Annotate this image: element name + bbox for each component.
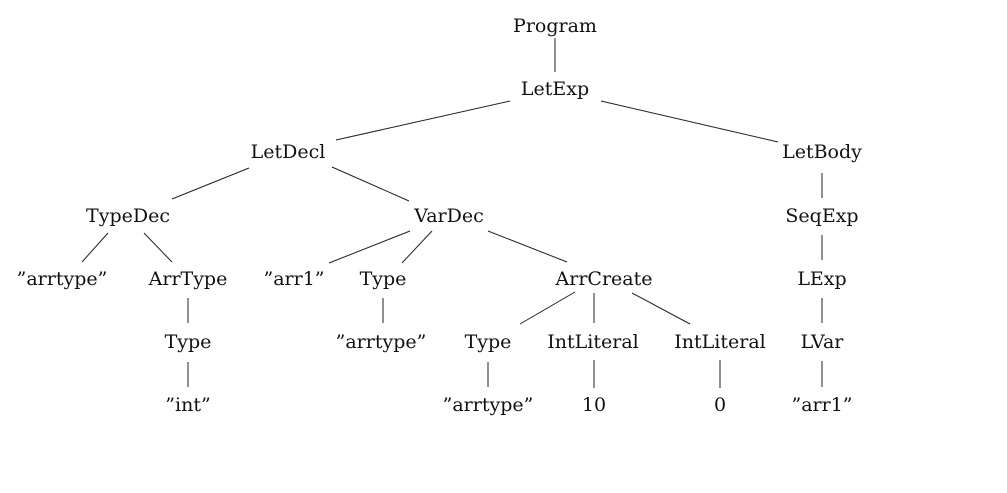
edge-letdecl-typedec [171, 167, 250, 200]
edge-vardec-type [401, 230, 433, 264]
node-typedec: TypeDec [86, 205, 170, 227]
node-arrcreate-type: Type [465, 331, 512, 353]
node-vardec-name: ”arr1” [263, 268, 324, 290]
node-letbody: LetBody [782, 141, 862, 163]
edge-vardec-name [328, 230, 411, 264]
node-vardec-type: Type [360, 268, 407, 290]
edge-arrcreate-intliteral2 [631, 292, 691, 325]
node-arrtype-type: Type [165, 331, 212, 353]
edge-typedec-name [81, 232, 109, 263]
tree-edges [81, 38, 823, 388]
node-arrcreate: ArrCreate [555, 268, 653, 290]
node-arrtype: ArrType [148, 268, 228, 290]
node-int-name: ”int” [165, 394, 210, 416]
node-letdecl: LetDecl [251, 141, 326, 163]
edge-letexp-letdecl [335, 100, 511, 141]
edge-letdecl-vardec [331, 166, 410, 202]
node-lvar-name: ”arr1” [791, 394, 852, 416]
edge-vardec-arrcreate [487, 230, 568, 263]
node-lvar: LVar [801, 331, 845, 353]
tree-nodes: Program LetExp LetDecl LetBody TypeDec V… [17, 15, 863, 416]
edge-typedec-arrtype [143, 232, 173, 263]
node-typedec-name: ”arrtype” [17, 268, 108, 290]
node-int-value-1: 10 [582, 394, 606, 416]
edge-arrcreate-type [519, 291, 576, 325]
node-vardec-type-name: ”arrtype” [336, 331, 427, 353]
node-vardec: VarDec [413, 205, 484, 227]
node-lexp: LExp [797, 268, 846, 290]
node-intliteral-1: IntLiteral [547, 331, 638, 353]
node-program: Program [513, 15, 597, 37]
node-seqexp: SeqExp [785, 205, 858, 227]
node-arrcreate-type-name: ”arrtype” [443, 394, 534, 416]
edge-letexp-letbody [600, 100, 779, 143]
node-letexp: LetExp [521, 78, 589, 100]
node-intliteral-2: IntLiteral [674, 331, 765, 353]
node-int-value-2: 0 [714, 394, 726, 416]
